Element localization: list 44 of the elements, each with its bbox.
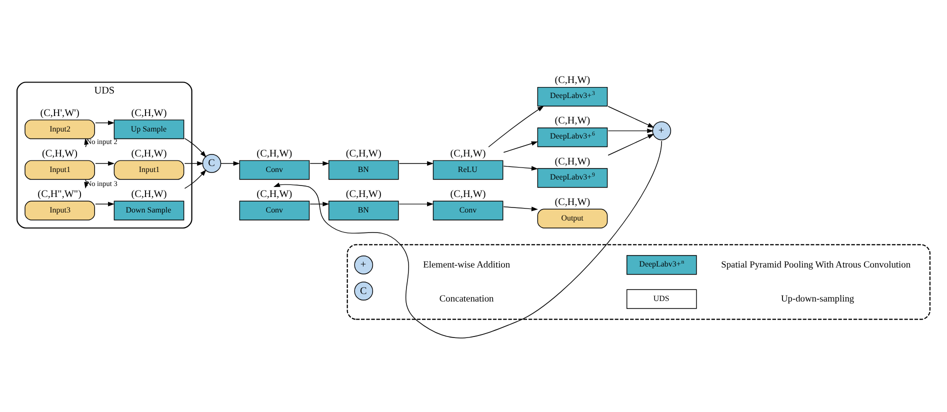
arrow: [503, 206, 538, 212]
node-circle: C: [354, 282, 374, 300]
legend-label: Spatial Pyramid Pooling With Atrous Convolution: [721, 260, 911, 270]
node-circle: C: [202, 154, 222, 173]
arrow: [608, 128, 654, 134]
arrow: [608, 134, 654, 156]
arrow: [398, 202, 434, 206]
legend-label: Concatenation: [439, 294, 494, 305]
arrow: [503, 166, 538, 171]
arrow: [95, 120, 115, 126]
cluster: [346, 244, 930, 320]
node-label: (C,H,W): [42, 148, 78, 160]
node-label: (C,H",W"): [38, 188, 82, 200]
node-label: (C,H,W): [554, 75, 590, 86]
node-label: (C,H,W): [131, 188, 167, 200]
node-label: (C,H,W): [554, 196, 590, 208]
node-label: (C,H,W): [450, 148, 486, 160]
arrow: [184, 138, 206, 158]
arrow: [608, 106, 654, 128]
node-label: (C,H,W): [256, 148, 292, 160]
arrow: [184, 169, 206, 189]
node-label: (C,H,W): [346, 148, 382, 160]
arrow: [488, 106, 544, 148]
node-circle: +: [652, 121, 672, 140]
arrow: [398, 161, 434, 166]
node-label: (C,H',W'): [40, 108, 80, 119]
arrow: [310, 202, 330, 206]
node-label: (C,H,W): [554, 156, 590, 168]
node-label: (C,H,W): [554, 116, 590, 127]
arrow: [95, 161, 115, 166]
node-label: (C,H,W): [256, 188, 292, 200]
node-label: (C,H,W): [131, 108, 167, 119]
arrow: [184, 161, 204, 166]
legend-label: Element-wise Addition: [423, 260, 510, 270]
node-label: (C,H,W): [450, 188, 486, 200]
legend-label: Up-down-sampling: [780, 294, 854, 305]
arrow: [95, 202, 115, 206]
node-circle: +: [354, 256, 374, 274]
node-label: (C,H,W): [346, 188, 382, 200]
node-label: (C,H,W): [131, 148, 167, 160]
arrow: [220, 161, 240, 166]
arrow: [503, 141, 538, 153]
arrow: [273, 140, 662, 338]
arrow: [310, 161, 330, 166]
